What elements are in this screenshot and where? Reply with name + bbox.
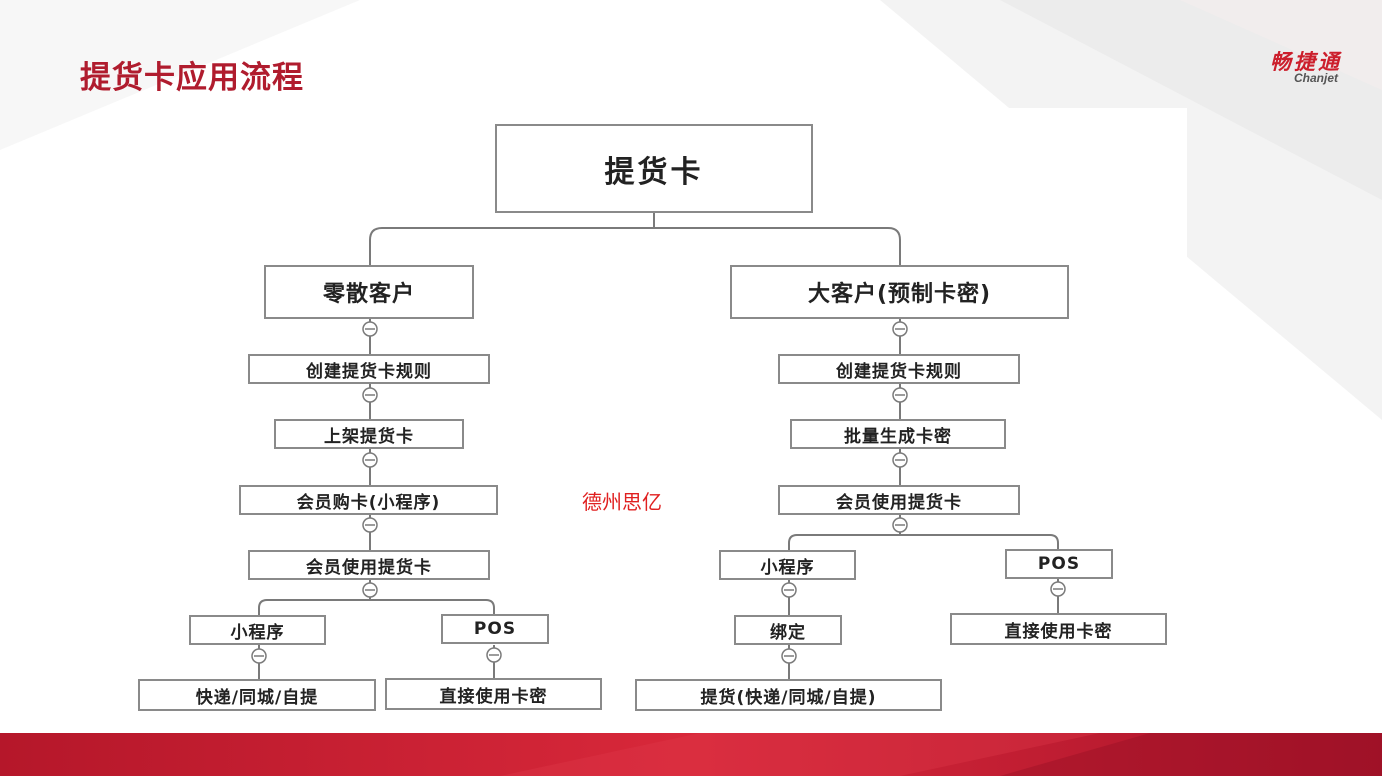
collapse-icons — [251, 321, 1066, 664]
node-retail-miniapp: 小程序 — [189, 615, 326, 645]
node-retail-step-2: 上架提货卡 — [274, 419, 464, 449]
node-enterprise-step-3: 会员使用提货卡 — [778, 485, 1020, 515]
node-retail-pos: POS — [441, 614, 549, 644]
node-retail-step-3: 会员购卡(小程序) — [239, 485, 498, 515]
node-retail-customer: 零散客户 — [264, 265, 474, 319]
page-title: 提货卡应用流程 — [80, 60, 304, 96]
chanjet-logo: 畅捷通 Chanjet — [1232, 46, 1348, 90]
node-enterprise-customer: 大客户(预制卡密) — [730, 265, 1069, 319]
node-enterprise-step-2: 批量生成卡密 — [790, 419, 1006, 449]
watermark-text: 德州思亿 — [582, 490, 662, 514]
node-enterprise-bind: 绑定 — [734, 615, 842, 645]
logo-text-cn: 畅捷通 — [1270, 50, 1342, 74]
diagram-connectors — [251, 213, 1066, 681]
logo-text-en: Chanjet — [1293, 71, 1338, 85]
node-enterprise-pos-result: 直接使用卡密 — [950, 613, 1167, 645]
flow-diagram: 提货卡 零散客户 创建提货卡规则 上架提货卡 会员购卡(小程序) 会员使用提货卡… — [104, 108, 1187, 728]
node-retail-step-4: 会员使用提货卡 — [248, 550, 490, 580]
node-retail-miniapp-result: 快递/同城/自提 — [138, 679, 376, 711]
node-enterprise-step-1: 创建提货卡规则 — [778, 354, 1020, 384]
node-retail-pos-result: 直接使用卡密 — [385, 678, 602, 710]
node-root: 提货卡 — [495, 124, 813, 213]
footer-band — [0, 733, 1382, 776]
node-enterprise-miniapp: 小程序 — [719, 550, 856, 580]
node-enterprise-miniapp-result: 提货(快递/同城/自提) — [635, 679, 942, 711]
node-retail-step-1: 创建提货卡规则 — [248, 354, 490, 384]
node-enterprise-pos: POS — [1005, 549, 1113, 579]
